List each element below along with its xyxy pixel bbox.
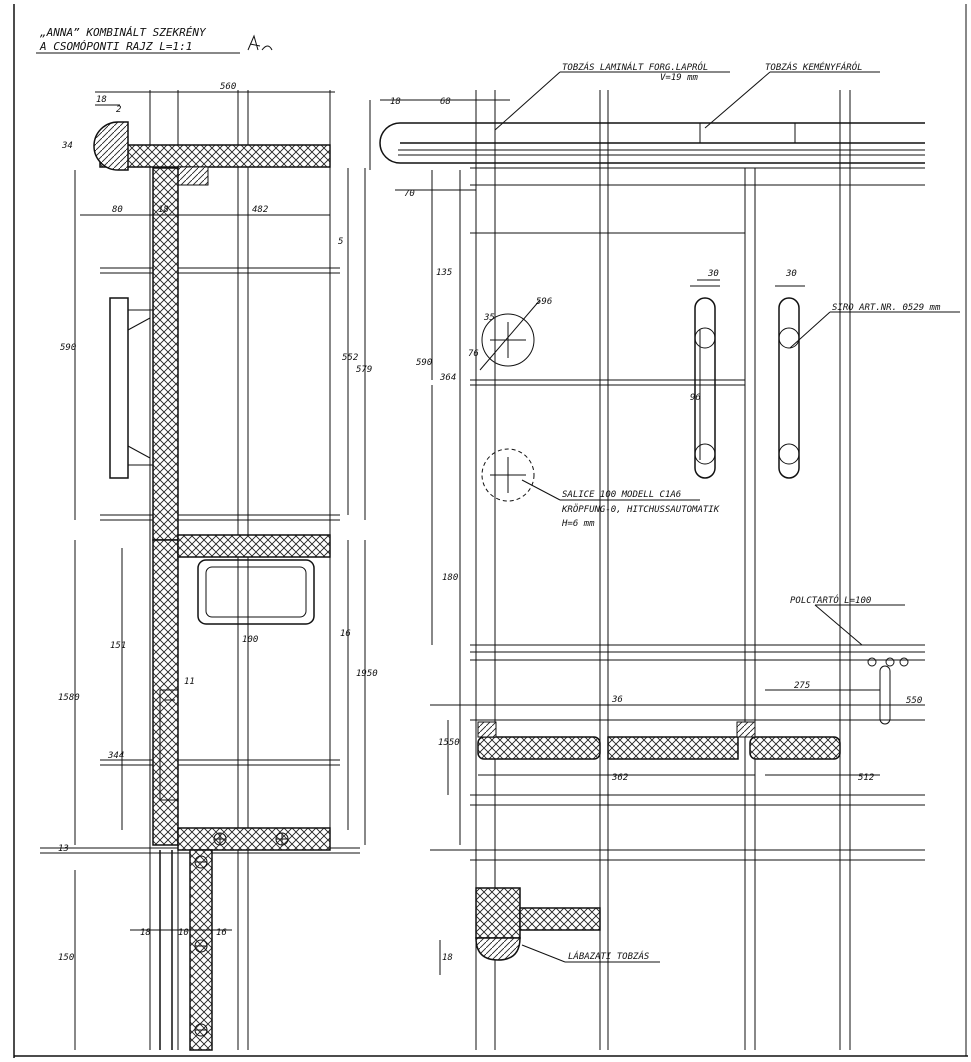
dim-top-width: 560 <box>220 82 236 92</box>
dim-1950: 1950 <box>356 669 378 679</box>
dim-579: 579 <box>356 365 372 375</box>
annotations: TOBZÁS LAMINÁLT FORG.LAPRÓL V=19 mm TOBZ… <box>561 61 941 962</box>
dim-r596: 596 <box>536 297 552 307</box>
dim-11: 11 <box>184 677 195 687</box>
dim-r76: 76 <box>468 349 479 359</box>
dim-r18: 18 <box>390 97 401 107</box>
note-hinge-3: H=6 mm <box>561 519 595 529</box>
dim-344: 344 <box>107 751 124 761</box>
title-block: „ANNA” KOMBINÁLT SZEKRÉNY A CSOMÓPONTI R… <box>36 26 273 54</box>
dim-r35: 35 <box>483 313 495 323</box>
note-hinge-2: KRÖPFUNG-0, HITCHUSSAUTOMATIK <box>561 504 720 515</box>
note-hinge-1: SALICE 100 MODELL C1A6 <box>562 490 681 500</box>
sheet-border <box>13 4 968 1058</box>
note-shelf-support: POLCTARTÓ L=100 <box>790 594 871 606</box>
dim-r512: 512 <box>858 773 874 783</box>
dim-r550: 550 <box>906 696 922 706</box>
dim-r36: 36 <box>611 695 623 705</box>
left-dimension-labels: 560 18 2 34 80 18 482 5 590 552 579 100 … <box>58 82 378 963</box>
dim-edge-18: 18 <box>96 95 107 105</box>
dim-r1550: 1550 <box>438 738 460 748</box>
dim-16: 16 <box>340 629 351 639</box>
dim-16b: 16 <box>216 928 227 938</box>
dim-r180: 180 <box>442 573 458 583</box>
dim-r70: 70 <box>404 189 415 199</box>
dim-34: 34 <box>61 141 73 151</box>
note-laminated-board: TOBZÁS LAMINÁLT FORG.LAPRÓL <box>562 61 708 73</box>
right-dimension-labels: 18 68 70 135 30 30 35 596 96 590 364 76 … <box>390 97 922 963</box>
dim-150: 150 <box>58 953 74 963</box>
dim-r275: 275 <box>794 681 810 691</box>
dim-r362: 362 <box>611 773 628 783</box>
dim-590: 590 <box>60 343 76 353</box>
dim-r135: 135 <box>436 268 452 278</box>
note-plinth: LÁBAZATI TOBZÁS <box>568 950 650 962</box>
right-section <box>369 71 960 1050</box>
dim-552: 552 <box>342 353 358 363</box>
left-section <box>40 90 366 1051</box>
dim-1580: 1580 <box>58 693 80 703</box>
note-edge-strip: TOBZÁS KEMÉNYFÁRÓL <box>765 61 863 73</box>
dim-18b: 18 <box>158 205 169 215</box>
dim-151: 151 <box>110 641 126 651</box>
dim-r30a: 30 <box>707 269 719 279</box>
dim-r30b: 30 <box>785 269 797 279</box>
dim-18c: 18 <box>140 928 151 938</box>
dim-5: 5 <box>338 237 343 247</box>
note-handle: SIRO ART.NR. 0529 mm <box>832 303 941 313</box>
dim-r18b: 18 <box>442 953 453 963</box>
dim-r590: 590 <box>416 358 432 368</box>
dim-482: 482 <box>252 205 268 215</box>
dim-80: 80 <box>112 205 123 215</box>
dim-r364: 364 <box>439 373 456 383</box>
dim-13: 13 <box>58 844 69 854</box>
dim-r68: 68 <box>440 97 451 107</box>
signature-mark <box>247 34 273 51</box>
dim-10: 10 <box>178 928 189 938</box>
dim-100: 100 <box>242 635 258 645</box>
title-line-1: „ANNA” KOMBINÁLT SZEKRÉNY <box>39 26 207 39</box>
dim-edge-2: 2 <box>116 105 121 115</box>
note-laminated-board-sub: V=19 mm <box>660 73 699 83</box>
title-line-2: A CSOMÓPONTI RAJZ L=1:1 <box>39 40 192 53</box>
dim-r96: 96 <box>690 393 701 403</box>
